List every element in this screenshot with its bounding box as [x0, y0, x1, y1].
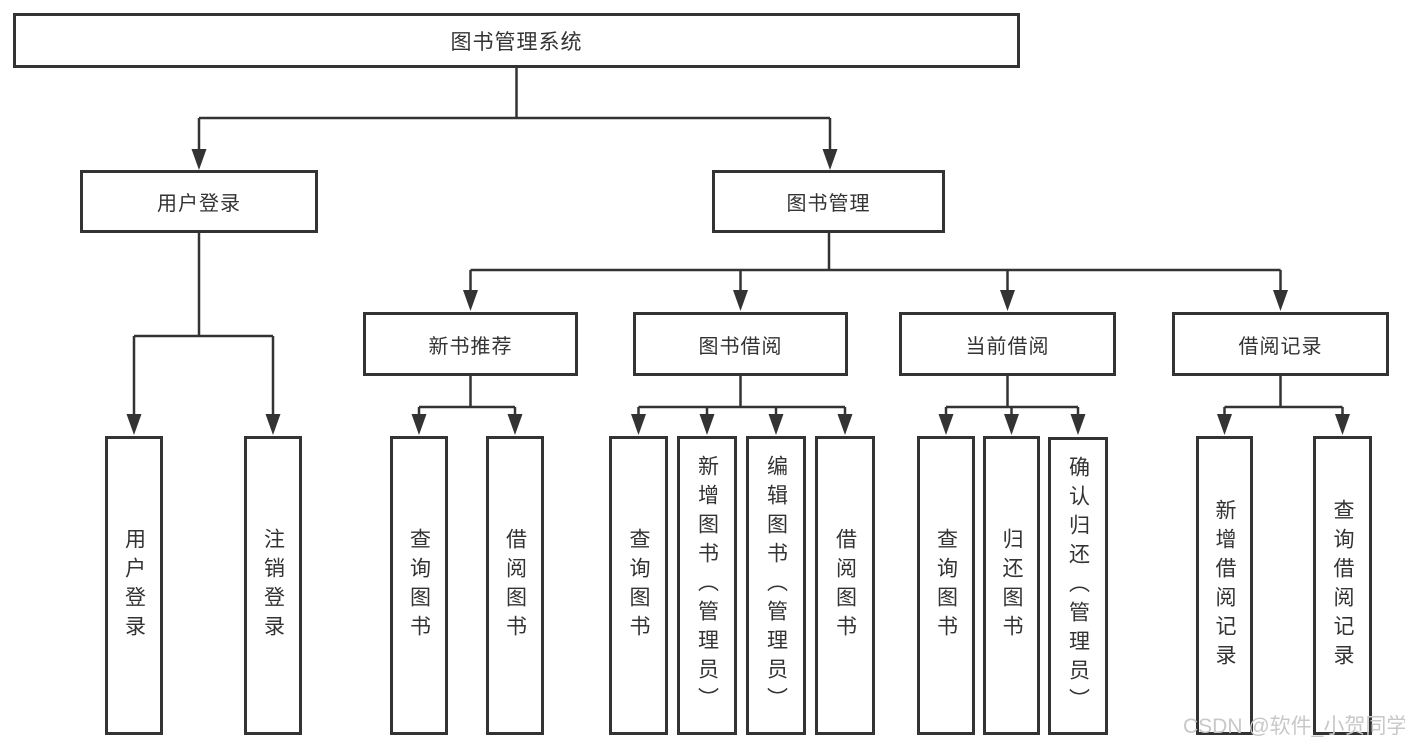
- node-leaf-user-login: 用户登录: [105, 436, 163, 735]
- node-book-borrowing: 图书借阅: [633, 312, 848, 376]
- node-leaf-nbr-query-books: 查询图书: [390, 436, 448, 735]
- node-leaf-bb-borrow-books: 借阅图书: [815, 436, 875, 735]
- node-root: 图书管理系统: [13, 13, 1020, 68]
- node-leaf-br-add-record: 新增借阅记录: [1196, 436, 1253, 735]
- arrowheads: [126, 149, 1350, 435]
- node-leaf-bb-add-books-admin: 新增图书（管理员）: [677, 436, 737, 735]
- node-leaf-cb-query-books: 查询图书: [917, 436, 975, 735]
- node-leaf-nbr-borrow-books: 借阅图书: [486, 436, 544, 735]
- node-leaf-logout: 注销登录: [244, 436, 302, 735]
- node-leaf-bb-edit-books-admin: 编辑图书（管理员）: [746, 436, 806, 735]
- node-borrow-records: 借阅记录: [1172, 312, 1389, 376]
- node-leaf-cb-return-books: 归还图书: [983, 436, 1040, 735]
- node-user-login: 用户登录: [80, 170, 318, 233]
- node-leaf-bb-query-books: 查询图书: [609, 436, 668, 735]
- node-current-borrowing: 当前借阅: [899, 312, 1116, 376]
- node-leaf-cb-confirm-return-admin: 确认归还（管理员）: [1048, 437, 1108, 735]
- node-new-book-recommendation: 新书推荐: [363, 312, 578, 376]
- node-book-management: 图书管理: [712, 170, 945, 233]
- node-leaf-br-query-record: 查询借阅记录: [1313, 436, 1372, 735]
